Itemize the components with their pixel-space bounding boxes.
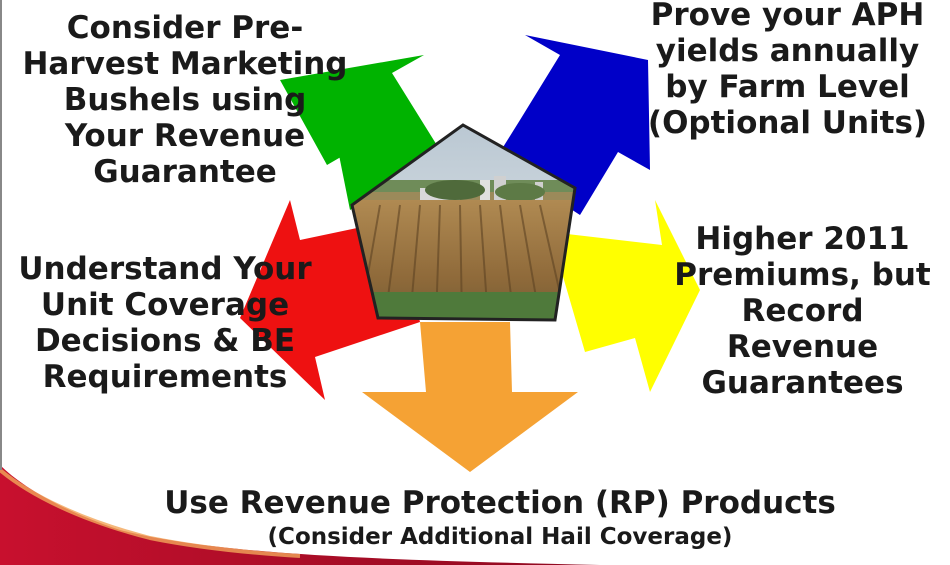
label-main: Use Revenue Protection (RP) Products (164, 485, 836, 521)
label-line: Bushels using (63, 82, 307, 118)
label-line: Record (741, 293, 864, 329)
label-line: Prove your APH (650, 0, 925, 33)
label-pre-harvest-marketing: Consider Pre- Harvest Marketing Bushels … (0, 10, 370, 190)
label-line: Premiums, but (674, 257, 931, 293)
label-line: yields annually (655, 33, 920, 69)
orange-arrow (362, 322, 578, 472)
yellow-arrow (550, 200, 700, 392)
label-prove-aph-yields: Prove your APH yields annually by Farm L… (625, 0, 950, 141)
label-line: (Optional Units) (647, 105, 928, 141)
label-line: by Farm Level (665, 69, 910, 105)
label-line: Unit Coverage (40, 287, 290, 323)
label-line: Understand Your (18, 251, 312, 287)
label-line: Harvest Marketing (22, 46, 348, 82)
label-line: Your Revenue (64, 118, 306, 154)
label-line: Guarantees (701, 365, 904, 401)
label-revenue-protection: Use Revenue Protection (RP) Products (Co… (100, 484, 900, 552)
label-sub: (Consider Additional Hail Coverage) (267, 524, 733, 550)
footer-swoosh-highlight (0, 468, 301, 558)
label-higher-premiums: Higher 2011 Premiums, but Record Revenue… (655, 221, 950, 401)
label-line: Requirements (42, 359, 288, 395)
label-line: Higher 2011 (695, 221, 910, 257)
label-line: Revenue (726, 329, 879, 365)
label-line: Decisions & BE (34, 323, 296, 359)
pentagon-frame (350, 123, 577, 322)
label-line: Consider Pre- (66, 10, 304, 46)
label-line: Guarantee (93, 154, 277, 190)
label-unit-coverage: Understand Your Unit Coverage Decisions … (0, 251, 330, 395)
